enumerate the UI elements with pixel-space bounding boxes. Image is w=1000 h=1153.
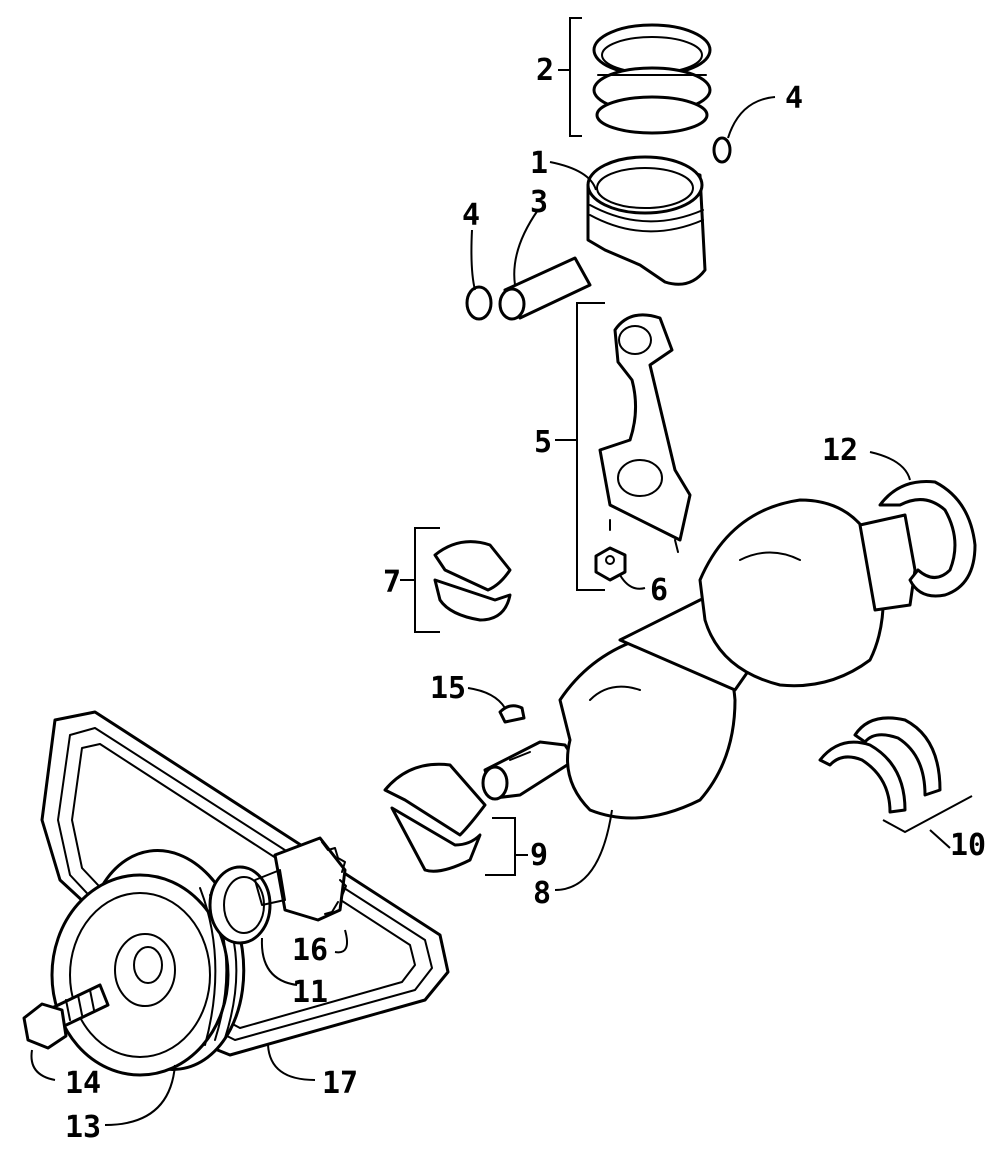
main-bearing [383,762,487,873]
timing-gear [254,836,347,922]
callout-15: 15 [430,671,466,706]
callout-16: 16 [292,933,328,968]
pulley [50,849,246,1077]
connecting-rod [598,313,692,553]
callout-17: 17 [322,1066,358,1101]
piston-pin [498,256,592,321]
callout-3: 3 [530,185,548,220]
callout-11: 11 [292,975,328,1010]
callout-2: 2 [536,53,554,88]
piston-rings [592,23,712,135]
woodruff-key [498,704,526,724]
callouts: 2 4 1 4 3 5 12 7 6 15 9 10 8 16 11 14 17… [65,53,986,1145]
callout-7: 7 [383,565,401,600]
callout-5: 5 [534,425,552,460]
oil-seal-front [208,865,272,945]
callout-9: 9 [530,838,548,873]
callout-1: 1 [530,146,548,181]
thrust-washer [818,716,942,814]
callout-8: 8 [533,876,551,911]
oil-seal-rear [878,479,977,598]
snap-ring [465,136,732,321]
crankshaft [481,498,917,820]
callout-12: 12 [822,433,858,468]
piston [586,155,707,286]
callout-13: 13 [65,1110,101,1145]
callout-6: 6 [650,573,668,608]
bolt [22,983,110,1050]
callout-14: 14 [65,1066,101,1101]
leader-lines [30,17,973,1126]
nut [594,546,627,582]
callout-4-left: 4 [462,198,480,233]
callout-4-right: 4 [785,81,803,116]
rod-bearing [433,540,512,622]
callout-10: 10 [950,828,986,863]
